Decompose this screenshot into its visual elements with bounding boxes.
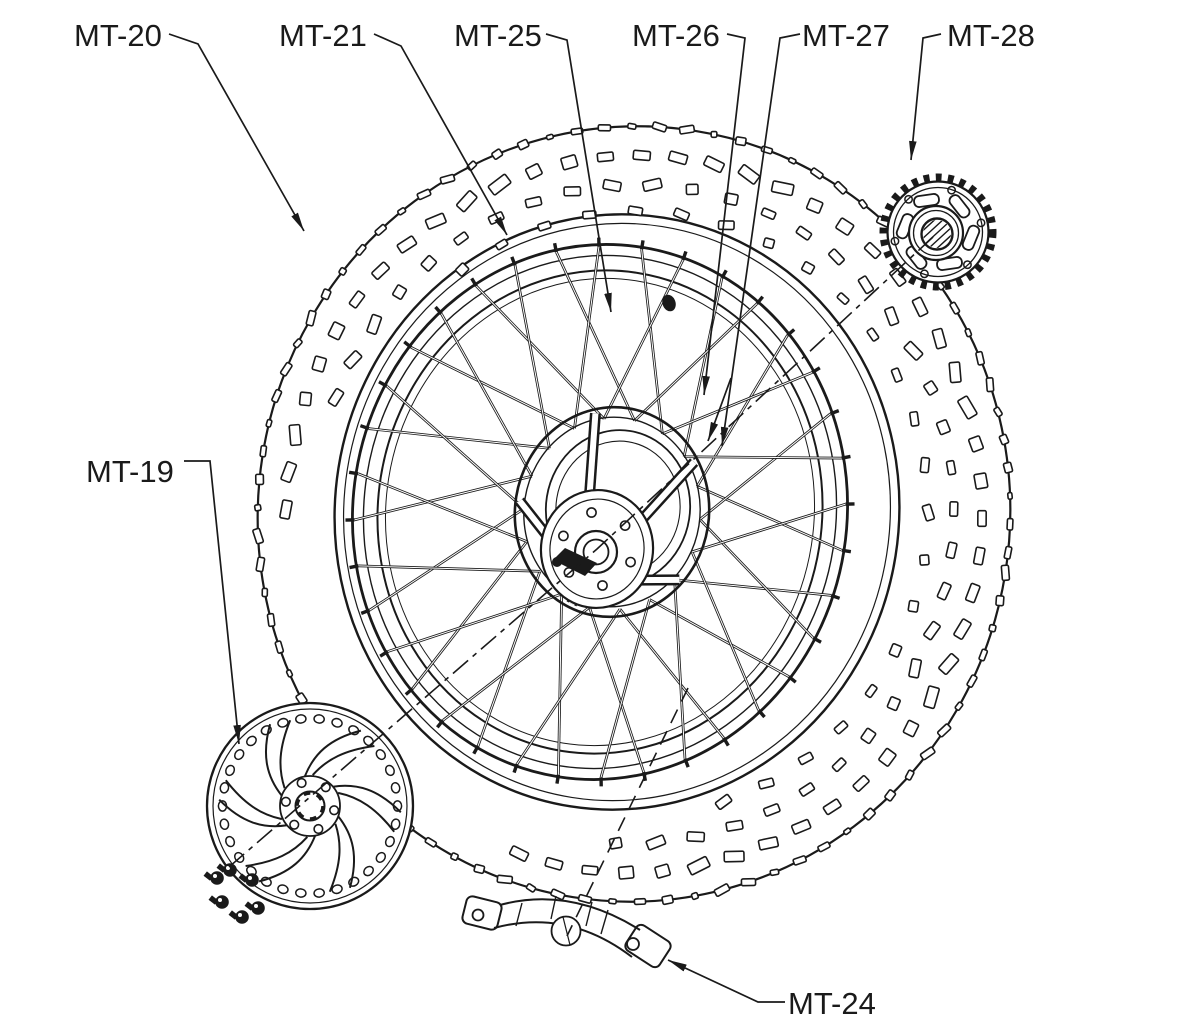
part-label-mt-19: MT-19 [86, 454, 174, 489]
leader-mt-24 [667, 959, 785, 1003]
leader-mt-21 [373, 33, 508, 236]
sprocket-drawing [879, 173, 997, 291]
part-label-mt-20: MT-20 [74, 18, 162, 53]
disc-mounting-screws [203, 863, 265, 924]
axle-stub [553, 548, 597, 576]
leader-mt-28 [909, 33, 942, 161]
axis-centerline [228, 236, 934, 937]
leader-mt-19 [184, 460, 241, 745]
part-label-mt-24: MT-24 [788, 986, 876, 1021]
brake-disc-drawing [205, 701, 415, 911]
screw [244, 901, 265, 915]
screw [238, 873, 259, 887]
tire-tread-knobs [252, 121, 1014, 906]
rim-valve-hole [662, 294, 676, 312]
part-label-mt-25: MT-25 [454, 18, 542, 53]
rim-bracket-drawing [461, 895, 672, 969]
screw [208, 895, 229, 909]
hub-motor-drawing [513, 405, 711, 619]
bore-spline-hatch [923, 220, 951, 248]
screw [228, 910, 249, 924]
leader-mt-27 [720, 33, 801, 447]
part-label-mt-28: MT-28 [947, 18, 1035, 53]
spokes-drawing [345, 237, 855, 787]
leader-mt-25 [545, 33, 612, 313]
leader-mt-26 [702, 33, 746, 396]
leader-mt-27-fork [707, 377, 732, 442]
leader-mt-20 [168, 33, 305, 232]
screw [216, 863, 237, 877]
part-label-mt-26: MT-26 [632, 18, 720, 53]
leader-lines [168, 33, 942, 1003]
screw [203, 871, 224, 885]
part-label-mt-27: MT-27 [802, 18, 890, 53]
part-labels: MT-19 MT-20 MT-21 MT-24 MT-25 MT-26 MT-2… [74, 18, 1035, 1021]
part-label-mt-21: MT-21 [279, 18, 367, 53]
